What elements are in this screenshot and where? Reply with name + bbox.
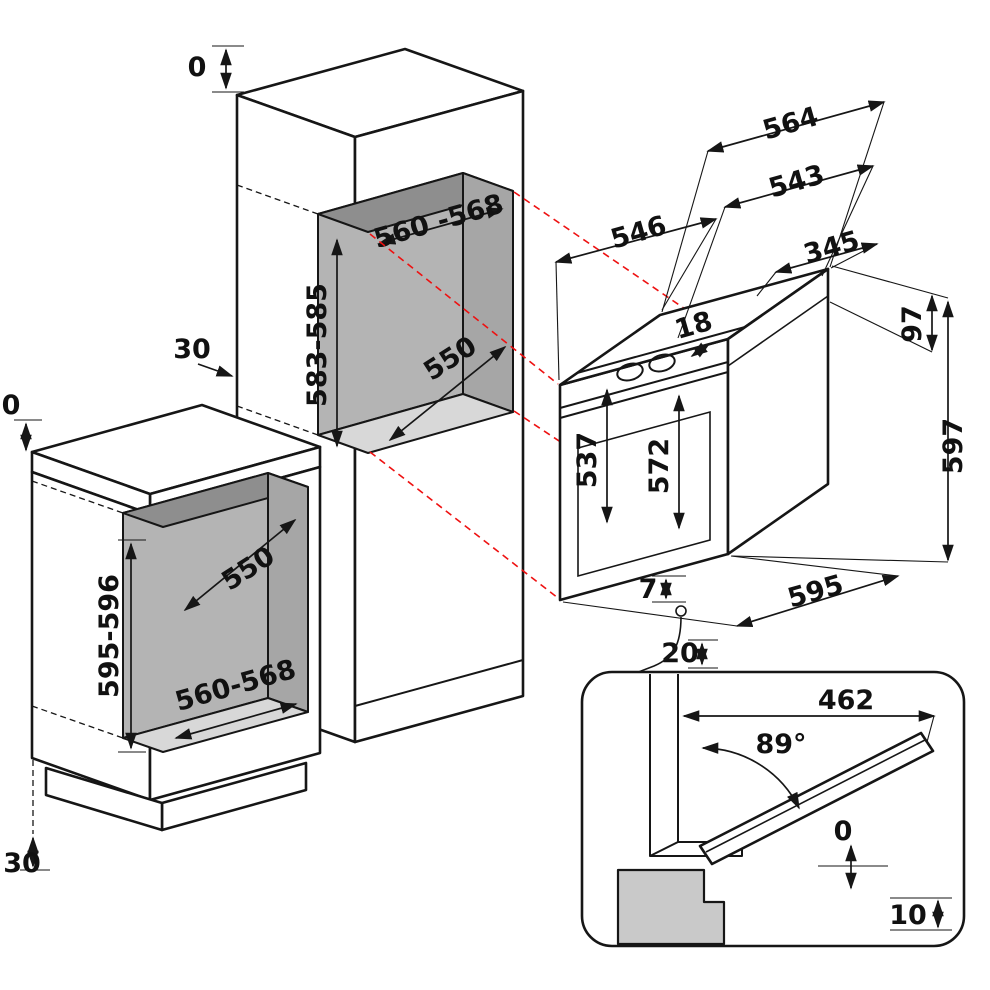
dim-label-detail-bottom-gap: 10 <box>889 900 927 931</box>
dim-base-bottom-clearance: 30 <box>3 760 50 879</box>
dim-tall-niche-height: 583-585 <box>302 238 343 448</box>
alignment-lines <box>369 191 727 599</box>
oven-knob-right <box>648 353 676 373</box>
dim-oven-bottom-gap: 7 <box>639 574 686 605</box>
dim-label-base-niche-height: 595-596 <box>94 574 125 698</box>
dim-base-top-gap: 0 <box>2 390 42 452</box>
dim-label-oven-front-height: 572 <box>644 438 675 494</box>
detail-leader-line <box>627 616 682 677</box>
oven-fascia-line-2 <box>559 371 729 419</box>
alignment-line-bottom-left <box>369 451 559 599</box>
dim-tall-side-clearance: 30 <box>173 334 234 377</box>
dim-oven-fascia-height: 97 <box>829 265 949 353</box>
dim-detail-top-gap: 0 <box>818 816 888 890</box>
dim-label-base-bottom-clearance: 30 <box>3 848 41 879</box>
dim-label-detail-door-projection: 462 <box>818 685 874 716</box>
alignment-line-top-left <box>369 233 559 385</box>
oven-fascia-side-line <box>727 295 829 367</box>
dim-label-oven-cable-offset: 20 <box>661 638 699 669</box>
dim-detail-door-projection: 462 <box>682 685 936 743</box>
dim-oven-side-height: 537 <box>572 388 613 524</box>
dim-label-oven-front-width: 595 <box>784 569 847 614</box>
base-cabinet <box>30 403 322 832</box>
dim-label-oven-fascia-height: 97 <box>897 305 928 343</box>
tall-niche-hidden-floor-line <box>236 405 319 436</box>
door-detail-inset: 462 89° 0 10 <box>580 670 966 948</box>
oven-right-face <box>726 267 830 556</box>
dim-oven-front-height: 572 <box>644 394 685 530</box>
oven-fascia-line-1 <box>559 361 729 409</box>
tall-cabinet-plinth-line <box>354 659 524 707</box>
dim-label-oven-overall-height: 597 <box>938 418 969 474</box>
dim-label-oven-overall-width: 564 <box>759 101 822 146</box>
detail-door-inner-line <box>705 739 926 853</box>
dim-oven-cable-offset: 20 <box>661 638 718 669</box>
detail-angle-arc <box>701 742 800 810</box>
tall-niche-hidden-top-line <box>236 184 319 215</box>
dim-label-oven-bottom-gap: 7 <box>639 574 658 605</box>
dim-label-detail-opening-angle: 89° <box>755 729 806 760</box>
alignment-line-top-right <box>513 191 727 338</box>
dim-tall-top-gap: 0 <box>188 45 244 93</box>
dim-label-tall-niche-height: 583-585 <box>302 283 333 407</box>
dim-label-base-top-gap: 0 <box>2 390 21 421</box>
dim-oven-overall-width: 564 <box>661 100 886 313</box>
alignment-line-bottom-right <box>513 410 727 553</box>
base-niche-hidden-top-line <box>31 480 124 514</box>
dim-oven-overall-height: 597 <box>731 300 969 563</box>
oven-top-step-line <box>576 326 746 374</box>
dim-detail-bottom-gap: 10 <box>889 897 952 931</box>
dim-label-tall-side-clearance: 30 <box>173 334 211 365</box>
dim-label-detail-top-gap: 0 <box>834 816 853 847</box>
detail-base-section <box>616 868 726 946</box>
dim-label-oven-body-width: 543 <box>765 159 828 204</box>
oven-knob-left <box>616 362 644 382</box>
dim-label-oven-side-height: 537 <box>572 432 603 488</box>
dim-base-niche-height: 595-596 <box>94 539 146 753</box>
dim-label-oven-depth: 546 <box>607 210 670 255</box>
base-plinth-left <box>44 766 164 832</box>
cable-outlet-marker <box>675 605 687 617</box>
base-niche-hidden-floor-line <box>31 705 124 739</box>
dim-oven-front-width: 595 <box>562 555 900 627</box>
oven-door-glass <box>577 410 711 578</box>
dim-label-tall-top-gap: 0 <box>188 52 207 83</box>
dim-label-oven-back-width: 345 <box>800 225 863 270</box>
